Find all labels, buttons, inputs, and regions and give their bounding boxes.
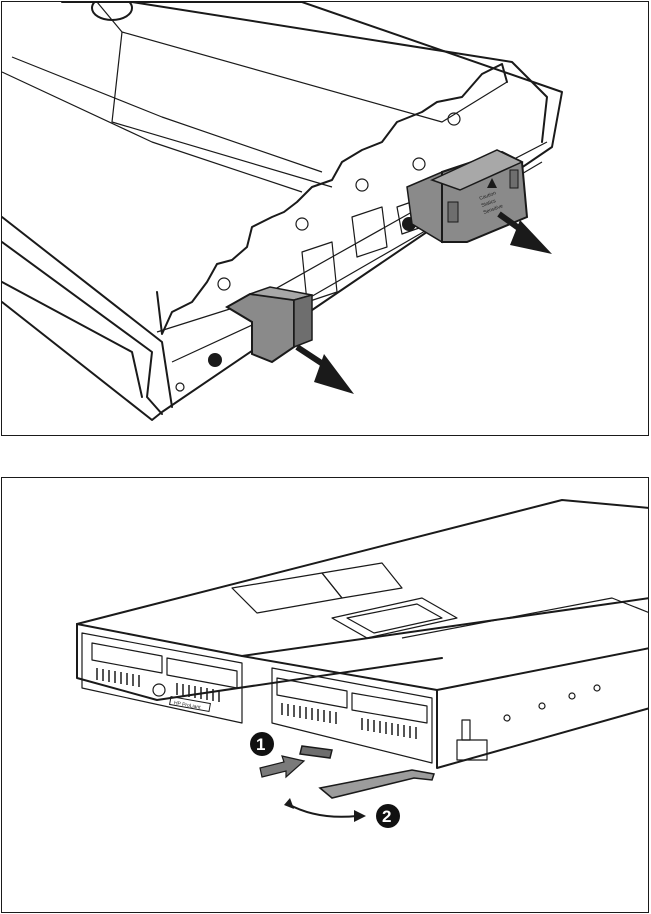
swing-arrow [284, 798, 366, 822]
server-blade-drawing: HP ProLiant 1 [2, 478, 649, 913]
release-lever [300, 746, 434, 798]
blade-body: HP ProLiant [77, 500, 649, 768]
top-illustration-panel: Caution Statics Sensitive [1, 1, 649, 436]
drive-cage-drawing: Caution Statics Sensitive [2, 2, 649, 436]
frame-screw [176, 383, 184, 391]
callout-1-label: 1 [256, 735, 265, 754]
pull-arrow-left [297, 347, 354, 394]
power-button-icon [153, 684, 165, 696]
push-arrow [260, 756, 304, 777]
callout-2: 2 [376, 804, 400, 828]
callout-1: 1 [250, 732, 274, 756]
backplane [157, 113, 547, 367]
bottom-illustration-panel: HP ProLiant 1 [1, 477, 649, 913]
pull-arrow-right [499, 214, 552, 254]
callout-2-label: 2 [382, 807, 391, 826]
